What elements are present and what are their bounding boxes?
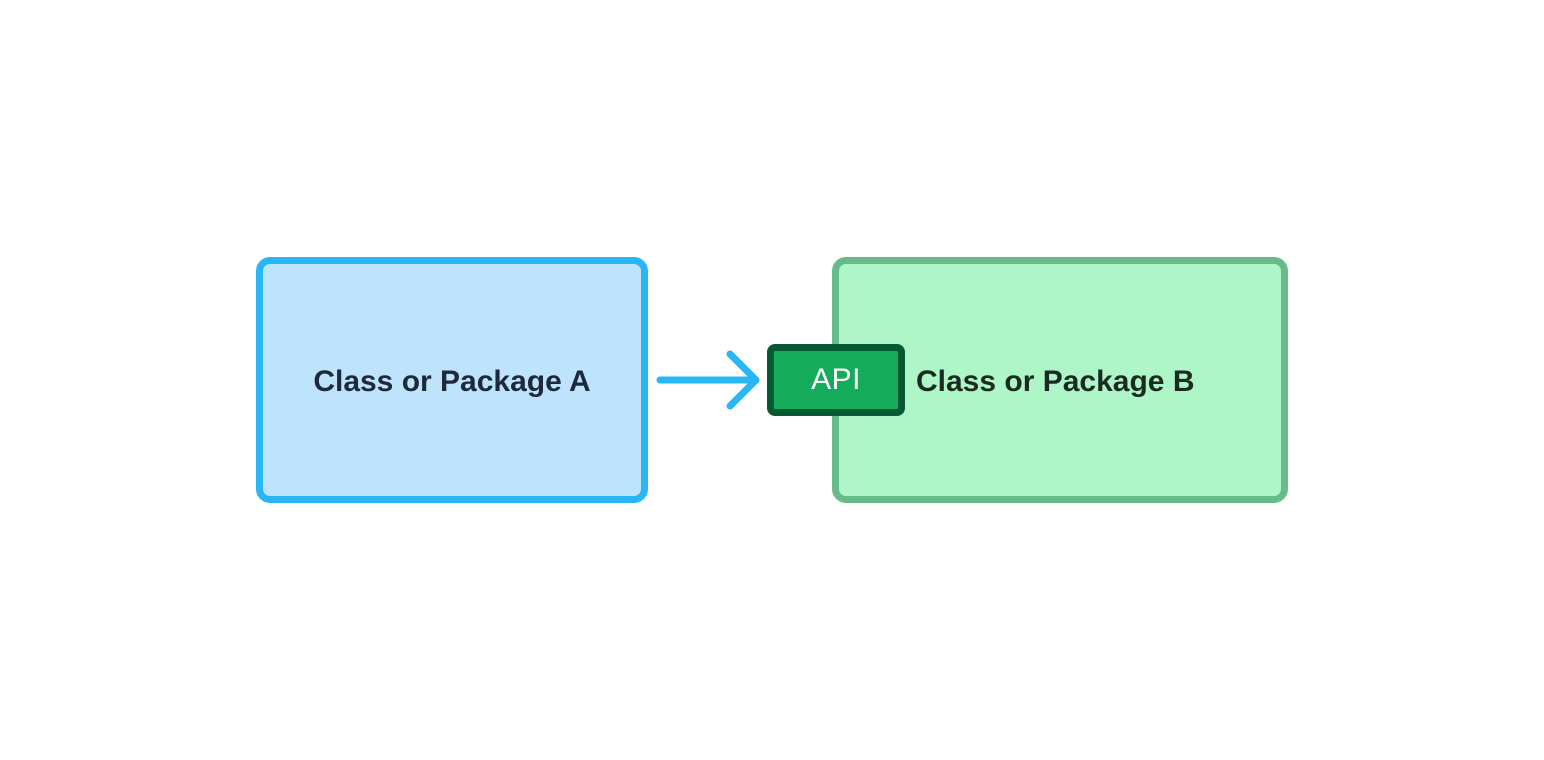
arrow-head xyxy=(726,350,760,410)
node-a-label: Class or Package A xyxy=(313,365,591,398)
node-class-or-package-a[interactable]: Class or Package A xyxy=(256,257,648,503)
api-tag[interactable]: API xyxy=(767,344,905,416)
dependency-arrow xyxy=(656,350,760,410)
node-b-label: Class or Package B xyxy=(916,365,1195,398)
api-label: API xyxy=(811,363,861,396)
node-class-or-package-b[interactable]: Class or Package B xyxy=(832,257,1288,503)
